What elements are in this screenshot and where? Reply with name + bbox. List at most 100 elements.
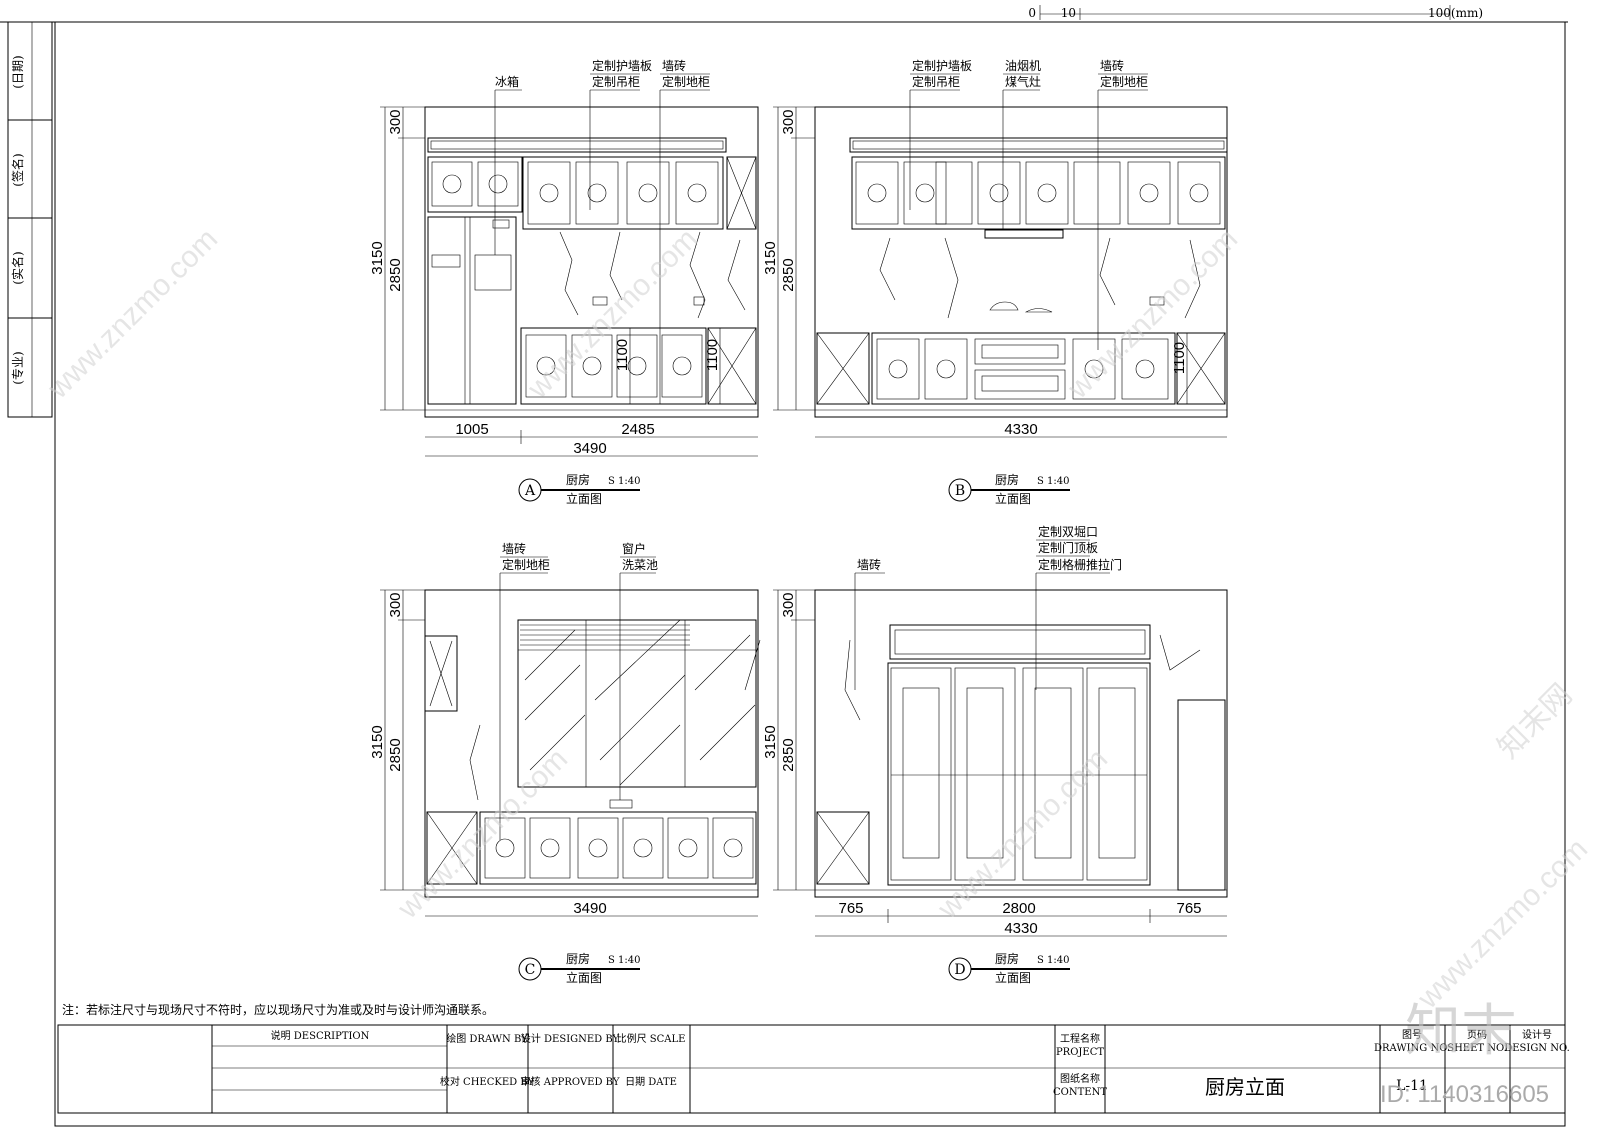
side-strip: (日期) (签名) (实名) (专业) <box>7 21 53 418</box>
callout-base-cabinet: 定制地柜 <box>502 557 550 572</box>
watermark-url: www.znzmo.com <box>931 742 1114 925</box>
base-cabinets <box>816 332 1226 405</box>
view-scale: S 1:40 <box>608 955 641 966</box>
view-subtitle: 立面图 <box>566 491 602 506</box>
callout-gas-stove: 煤气灶 <box>1005 74 1041 89</box>
callout-wall-panel: 定制护墙板 <box>912 58 972 73</box>
callout-upper-cabinet: 定制吊柜 <box>592 74 640 89</box>
door-head-board <box>889 624 1151 660</box>
elevation-b: 定制护墙板 定制吊柜 油烟机 煤气灶 墙砖 定制地柜 3150 2850 300… <box>762 58 1228 506</box>
general-note: 注：若标注尺寸与现场尺寸不符时，应以现场尺寸为准或及时与设计师沟通联系。 <box>62 1002 494 1017</box>
dim-width-3: 765 <box>1176 900 1201 917</box>
tb-content-value: 厨房立面 <box>1205 1075 1285 1099</box>
dim-total-width: 3490 <box>573 440 606 457</box>
dim-total-width: 4330 <box>1004 920 1037 937</box>
gas-stove <box>989 301 1053 313</box>
view-id: A <box>524 483 536 499</box>
wall-outline <box>424 589 759 898</box>
callout-door-pocket: 定制双堀口 <box>1038 524 1098 539</box>
callout-base-cabinet: 定制地柜 <box>662 74 710 89</box>
range-hood <box>984 229 1064 239</box>
elevation-c: 墙砖 定制地柜 窗户 洗菜池 3150 2850 300 3490 C 厨房 S… <box>369 541 761 985</box>
callout-upper-cabinet: 定制吊柜 <box>912 74 960 89</box>
callout-wall-panel: 定制护墙板 <box>592 58 652 73</box>
upper-cabinets <box>427 156 757 230</box>
watermark-url: www.znzmo.com <box>1411 832 1594 1015</box>
dim-total-height: 3150 <box>369 725 386 758</box>
view-scale: S 1:40 <box>1037 476 1070 487</box>
strip-major: (专业) <box>10 351 25 384</box>
tb-date: 日期 DATE <box>625 1076 677 1088</box>
callout-sliding-door: 定制格栅推拉门 <box>1038 557 1122 572</box>
title-block: 说明 DESCRIPTION 绘图 DRAWN BY 设计 DESIGNED B… <box>57 1024 1570 1114</box>
sliding-doors <box>887 662 1151 886</box>
crown-board <box>849 137 1228 153</box>
wall-outline <box>814 589 1228 898</box>
view-id: B <box>955 483 965 499</box>
dim-total-width: 3490 <box>573 900 606 917</box>
tb-sheet-no-cn: 页码 <box>1467 1029 1487 1041</box>
watermark-id: ID: 1140316605 <box>1380 1081 1549 1108</box>
watermark-url: www.znzmo.com <box>41 222 224 405</box>
callout-tile: 墙砖 <box>1100 58 1124 73</box>
tb-drawing-no-cn: 图号 <box>1402 1029 1422 1041</box>
base-cabinets <box>520 327 757 405</box>
watermark-brand: 知末网 <box>1492 678 1579 765</box>
tb-approved-by: 审核 APPROVED BY <box>521 1075 620 1088</box>
strip-date: (日期) <box>11 55 25 88</box>
dim-width-1: 1005 <box>455 421 488 438</box>
dim-total-height: 3150 <box>762 241 779 274</box>
dim-counter: 1100 <box>1171 342 1188 374</box>
tb-checked-by: 校对 CHECKED BY <box>440 1075 535 1088</box>
tb-sheet-no-en: SHEET NO. <box>1447 1043 1507 1054</box>
tb-content-cn: 图纸名称 <box>1060 1072 1100 1085</box>
sink-faucet <box>609 799 633 809</box>
scale-hundred: 100(mm) <box>1428 6 1483 20</box>
upper-cabinets <box>851 156 1226 230</box>
tb-project-en: PROJECT <box>1056 1047 1104 1058</box>
callout-tile: 墙砖 <box>662 58 686 73</box>
dim-width-1: 765 <box>838 900 863 917</box>
dim-width-2: 2800 <box>1002 900 1035 917</box>
dim-top: 300 <box>780 109 797 134</box>
fridge <box>427 216 517 405</box>
dim-top: 300 <box>387 592 404 617</box>
dim-counter: 1100 <box>614 339 631 371</box>
callout-sink: 洗菜池 <box>622 558 658 572</box>
tb-drawing-no-en: DRAWING NO. <box>1374 1043 1450 1054</box>
wall-outline <box>424 106 759 418</box>
sheet-border <box>54 21 1566 1127</box>
tb-sheet-value: L-11 <box>1396 1078 1428 1094</box>
watermark-logo: 知末 <box>1405 999 1517 1064</box>
view-subtitle: 立面图 <box>566 970 602 985</box>
dim-total-height: 3150 <box>369 241 386 274</box>
view-title: 厨房 <box>995 951 1019 966</box>
dim-height: 2850 <box>780 738 797 771</box>
scale-ten: 10 <box>1061 6 1076 20</box>
view-id: C <box>525 962 536 978</box>
view-title: 厨房 <box>566 951 590 966</box>
callout-tile: 墙砖 <box>502 541 526 556</box>
dim-height: 2850 <box>780 258 797 291</box>
callout-door-head: 定制门顶板 <box>1038 540 1098 555</box>
tb-scale: 比例尺 SCALE <box>617 1032 686 1045</box>
callout-base-cabinet: 定制地柜 <box>1100 74 1148 89</box>
view-title: 厨房 <box>995 472 1019 487</box>
dim-height: 2850 <box>387 258 404 291</box>
callout-fridge: 冰箱 <box>495 74 519 89</box>
callout-range-hood: 油烟机 <box>1005 59 1041 73</box>
dim-total-height: 3150 <box>762 725 779 758</box>
view-subtitle: 立面图 <box>995 491 1031 506</box>
dim-counter-2: 1100 <box>704 339 721 371</box>
elevation-a: 冰箱 定制护墙板 定制吊柜 墙砖 定制地柜 3150 2850 300 1100… <box>369 58 759 506</box>
dim-width-2: 2485 <box>621 421 654 438</box>
callout-window: 窗户 <box>622 541 646 556</box>
wall-outline <box>814 106 1228 418</box>
strip-sign: (签名) <box>10 153 25 186</box>
view-id: D <box>954 962 965 978</box>
tb-content-en: CONTENT <box>1053 1087 1107 1098</box>
dim-height: 2850 <box>387 738 404 771</box>
elevation-d: 墙砖 定制双堀口 定制门顶板 定制格栅推拉门 3150 2850 300 765… <box>762 524 1228 985</box>
tb-designed-by: 设计 DESIGNED BY <box>521 1032 620 1045</box>
